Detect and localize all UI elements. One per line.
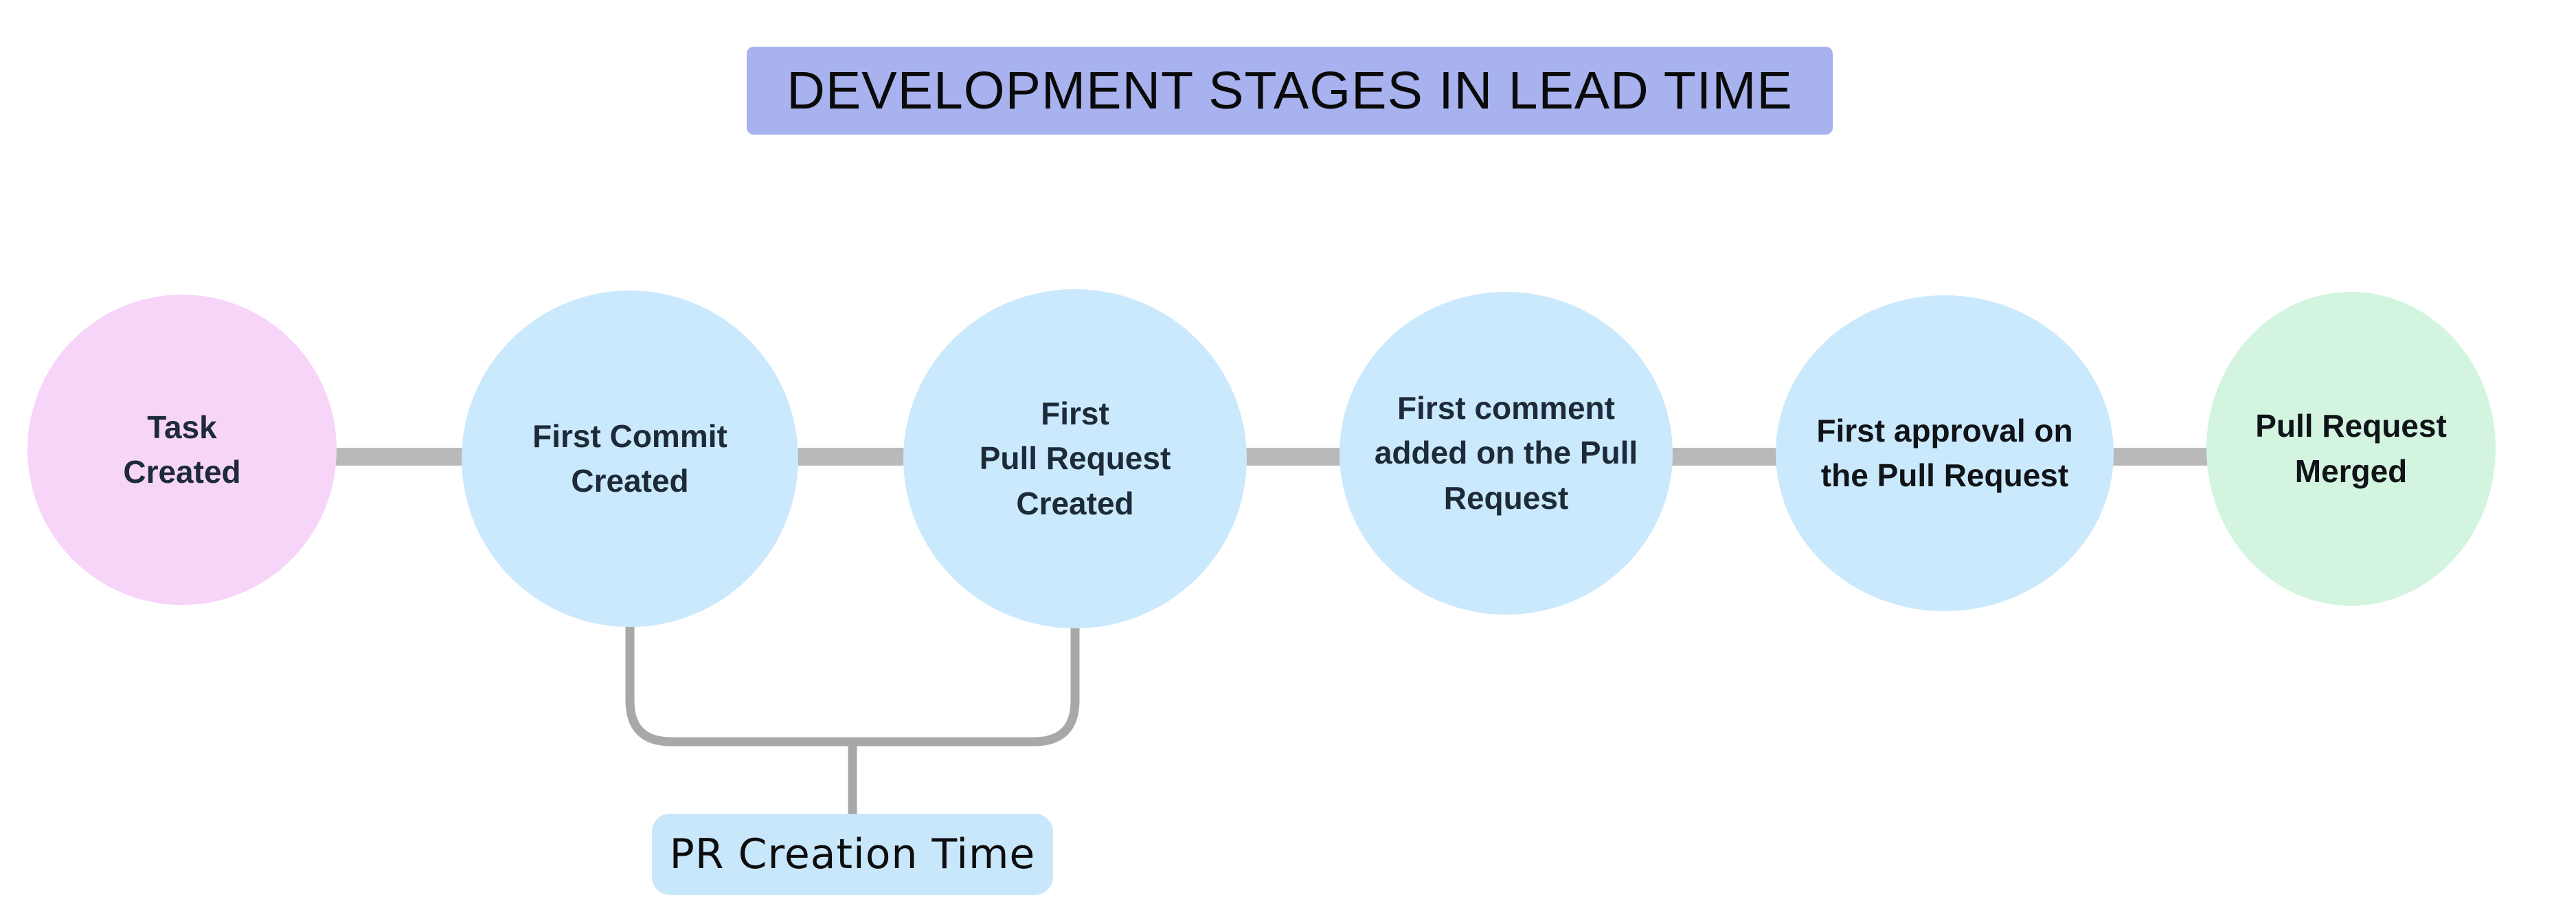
stage-node-first-pull-request: First Pull Request Created	[903, 289, 1247, 628]
pr-creation-time-label: PR Creation Time	[669, 830, 1036, 878]
stage-node-first-approval: First approval on the Pull Request	[1776, 295, 2114, 611]
stage-label-pr-merged: Pull Request Merged	[2255, 408, 2447, 489]
bracket-span-path	[625, 625, 1080, 747]
stage-label-first-comment: First comment added on the Pull Request	[1374, 390, 1638, 516]
stage-label-first-pull-request: First Pull Request Created	[979, 396, 1171, 521]
stage-label-first-approval: First approval on the Pull Request	[1816, 412, 2073, 493]
stage-label-task-created: Task Created	[123, 409, 241, 490]
stage-node-task-created: Task Created	[27, 295, 337, 605]
stage-node-first-comment: First comment added on the Pull Request	[1340, 292, 1673, 615]
diagram-title-box: DEVELOPMENT STAGES IN LEAD TIME	[747, 47, 1833, 135]
pr-creation-time-box: PR Creation Time	[652, 814, 1053, 895]
stage-node-first-commit: First Commit Created	[462, 290, 798, 627]
diagram-title: DEVELOPMENT STAGES IN LEAD TIME	[787, 60, 1793, 120]
stage-label-first-commit: First Commit Created	[532, 418, 727, 499]
stage-node-pr-merged: Pull Request Merged	[2206, 292, 2496, 606]
